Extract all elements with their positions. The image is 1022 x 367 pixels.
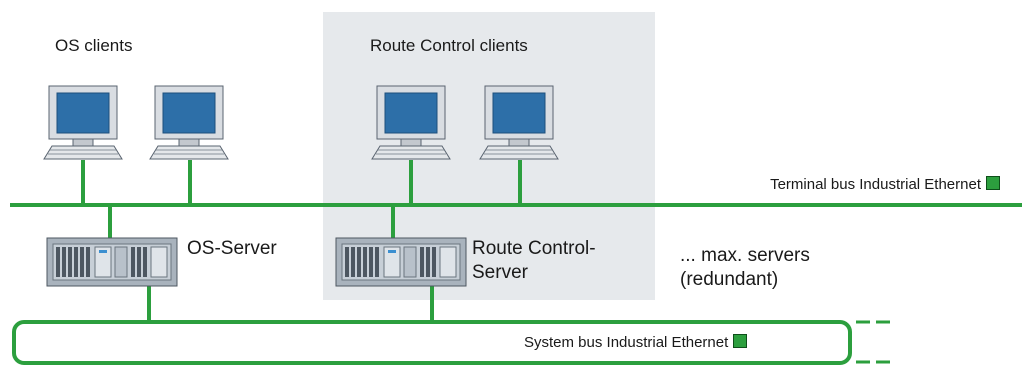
max-servers-label: ... max. servers (redundant) (680, 244, 810, 292)
pc-client-icon (371, 85, 451, 160)
terminal-bus-label: Terminal bus Industrial Ethernet (770, 176, 981, 193)
os-server-label: OS-Server (187, 238, 277, 259)
route-control-server-line2: Server (472, 262, 528, 283)
max-servers-line2: (redundant) (680, 269, 779, 290)
server-rack-icon (335, 237, 467, 287)
pc-client-icon (479, 85, 559, 160)
pc-client-icon (43, 85, 123, 160)
route-control-clients-label: Route Control clients (370, 36, 528, 55)
system-bus-ring (12, 320, 852, 365)
bus-legend-square-icon (986, 176, 1000, 190)
bus-legend-square-icon (733, 334, 748, 348)
server-rack-icon (46, 237, 178, 287)
max-servers-line1: ... max. servers (680, 245, 810, 266)
route-control-server-line1: Route Control- (472, 238, 596, 259)
terminal-bus-legend: Terminal bus Industrial Ethernet (770, 176, 1000, 193)
system-bus-legend: System bus Industrial Ethernet (524, 334, 748, 351)
pc-client-icon (149, 85, 229, 160)
os-clients-label: OS clients (55, 36, 133, 55)
route-control-server-label: Route Control- Server (472, 237, 596, 285)
system-bus-label: System bus Industrial Ethernet (524, 334, 729, 351)
